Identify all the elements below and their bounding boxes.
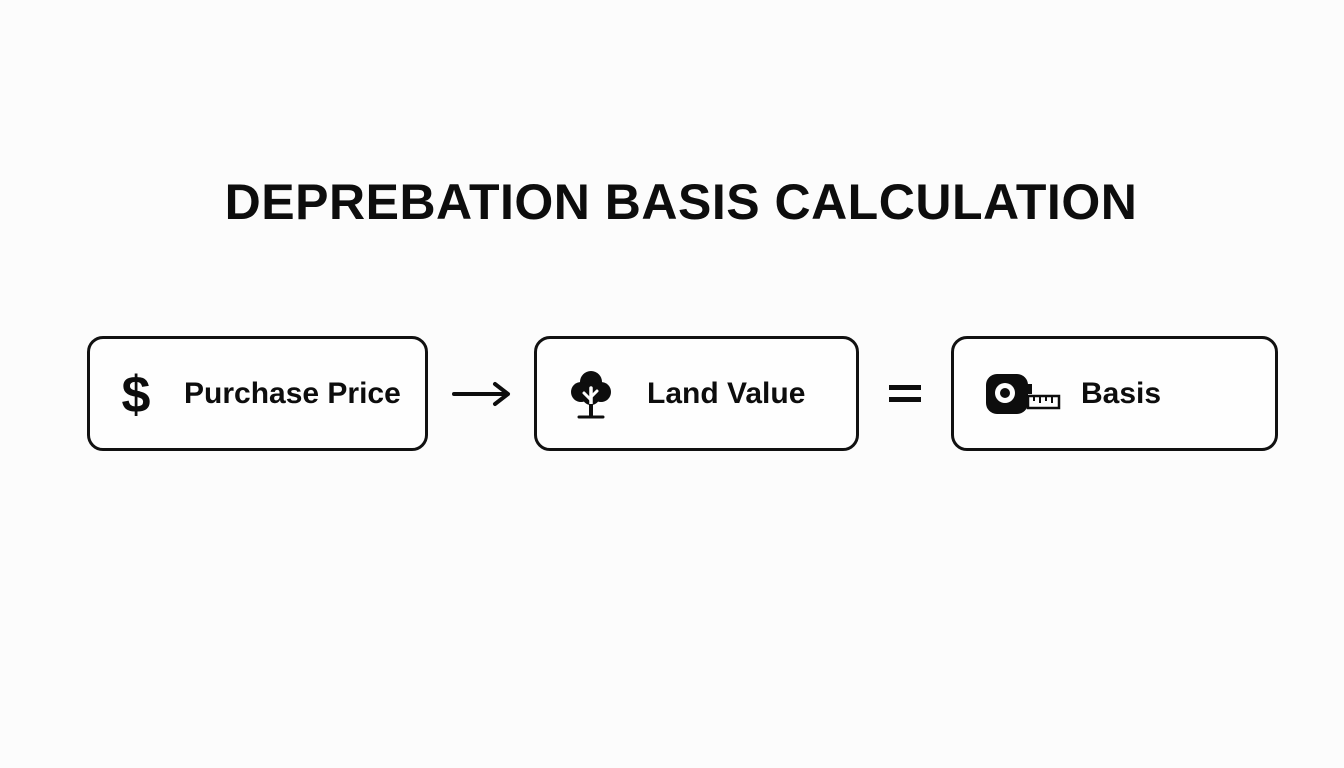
- diagram-title: DEPREBATION BASIS CALCULATION: [224, 174, 1138, 230]
- step-label: Basis: [1081, 376, 1162, 410]
- tree-icon: [569, 368, 613, 420]
- step-label: Land Value: [647, 376, 806, 410]
- equals-icon: [885, 370, 925, 418]
- tape-measure-icon: [984, 372, 1062, 416]
- arrow-right-icon: [452, 370, 512, 418]
- step-land-value: Land Value: [534, 336, 859, 451]
- svg-text:$: $: [122, 366, 151, 422]
- step-basis: Basis: [951, 336, 1278, 451]
- step-purchase-price: $ Purchase Price: [87, 336, 428, 451]
- step-label: Purchase Price: [184, 376, 401, 410]
- dollar-sign-icon: $: [116, 366, 156, 422]
